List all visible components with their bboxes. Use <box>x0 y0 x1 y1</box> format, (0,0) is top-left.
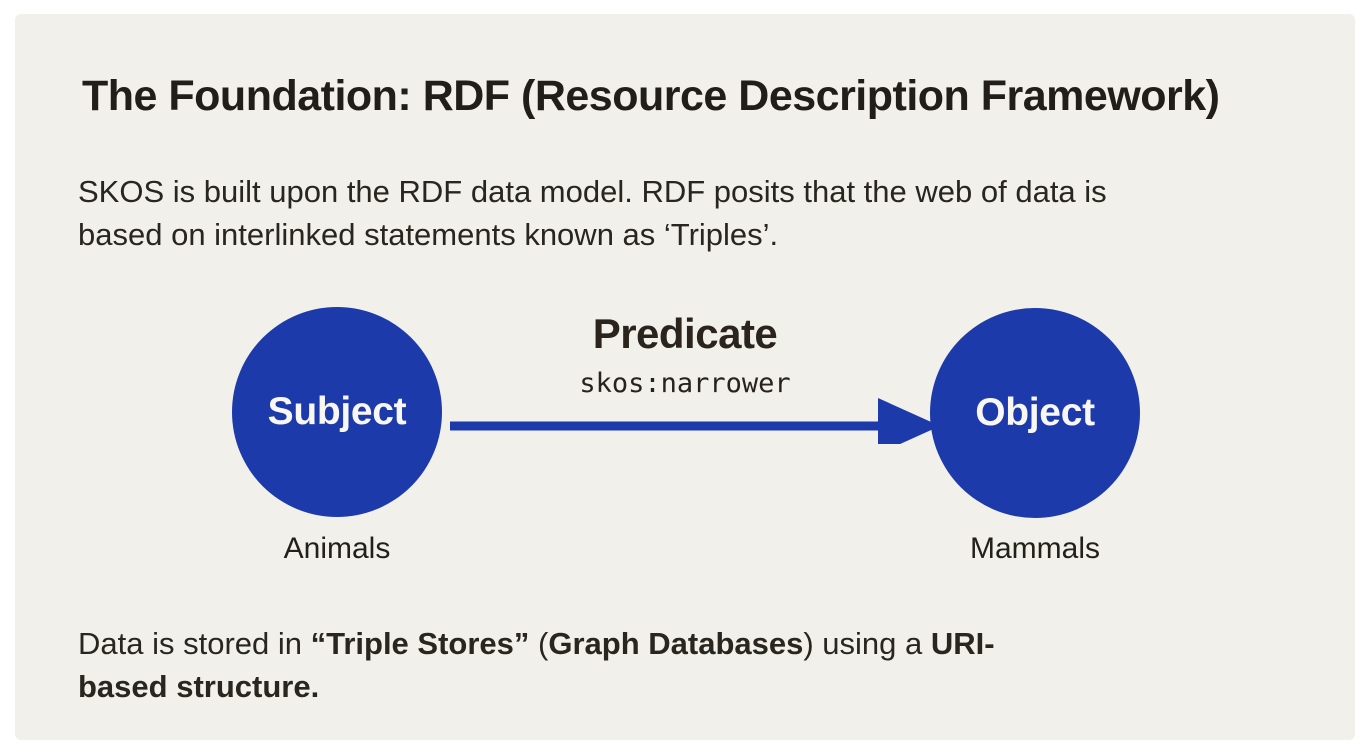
predicate-label: Predicate <box>592 310 778 357</box>
subject-caption: Animals <box>283 532 391 565</box>
footer-text: Data is stored in “Triple Stores” (Graph… <box>78 626 995 704</box>
subject-node: Subject <box>232 307 442 517</box>
predicate-block: Predicate skos:narrower <box>460 310 910 399</box>
object-node: Object <box>930 308 1140 518</box>
slide-title: The Foundation: RDF (Resource Descriptio… <box>82 72 1220 120</box>
object-caption: Mammals <box>969 532 1100 565</box>
rdf-triple-diagram: Subject Predicate skos:narrower Object A… <box>15 14 1355 740</box>
slide: The Foundation: RDF (Resource Descriptio… <box>15 14 1355 740</box>
intro-text: SKOS is built upon the RDF data model. R… <box>78 174 1107 252</box>
object-node-label: Object <box>975 391 1095 434</box>
arrow-right-icon <box>450 398 940 444</box>
subject-node-label: Subject <box>267 390 407 433</box>
predicate-property: skos:narrower <box>579 368 791 399</box>
